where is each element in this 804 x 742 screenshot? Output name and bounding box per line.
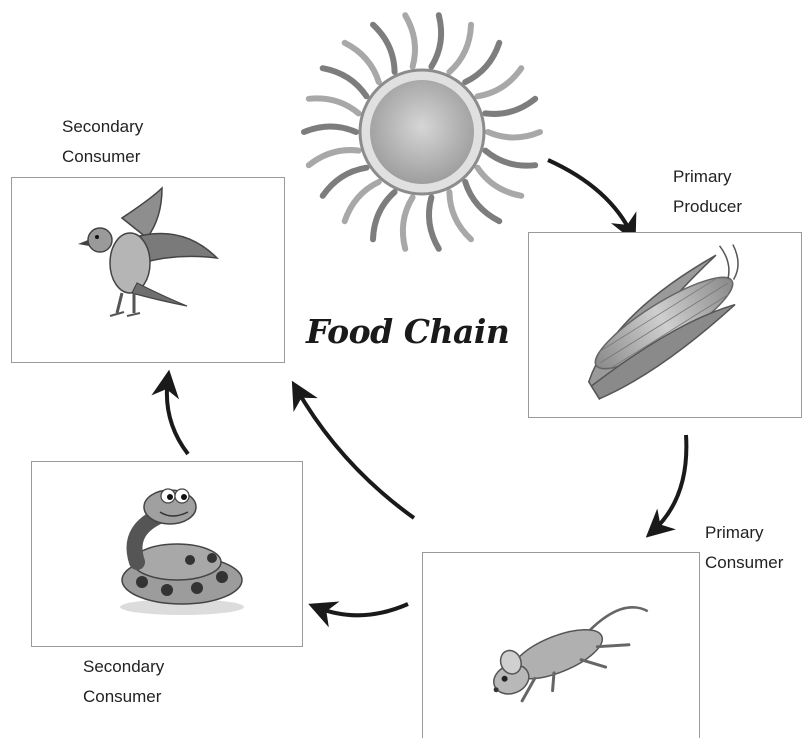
sun-ray [403, 197, 413, 249]
role-line-1: Secondary [62, 112, 143, 142]
role-line-2: Producer [673, 192, 742, 222]
hawk-icon [12, 178, 282, 360]
role-line-2: Consumer [62, 142, 143, 172]
label-primary-producer: Primary Producer [673, 162, 742, 222]
arrow-sun-to-producer [548, 160, 632, 235]
card-primary-producer [528, 232, 802, 418]
diagram-title: Food Chain [306, 312, 509, 351]
sun-ray [449, 192, 471, 239]
role-line-2: Consumer [83, 682, 164, 712]
corn-icon [529, 233, 799, 415]
role-line-2: Consumer [705, 548, 783, 578]
sun-ray [309, 98, 359, 113]
sun-ray [431, 15, 441, 66]
sun-icon [304, 15, 540, 249]
label-secondary-consumer-hawk: Secondary Consumer [62, 112, 143, 172]
arrow-producer-to-primary-consumer [652, 435, 686, 532]
sun-ray [373, 192, 395, 239]
sun-ray [304, 127, 356, 133]
role-line-1: Primary [673, 162, 742, 192]
card-secondary-consumer-hawk [11, 177, 285, 363]
arrow-primary-consumer-to-snake [316, 604, 408, 615]
arrow-snake-to-hawk [167, 378, 188, 454]
sun-ray [373, 25, 395, 72]
label-secondary-consumer-snake: Secondary Consumer [83, 652, 164, 712]
label-primary-consumer: Primary Consumer [705, 518, 783, 578]
arrow-primary-consumer-to-hawk [296, 388, 414, 518]
role-line-1: Secondary [83, 652, 164, 682]
card-secondary-consumer-snake [31, 461, 303, 647]
sun-ray [485, 151, 535, 166]
sun-ray [449, 25, 471, 72]
sun-ray [478, 168, 522, 196]
sun-ray [429, 197, 439, 249]
sun-ray [485, 99, 535, 114]
sun-ray [323, 68, 367, 96]
role-line-1: Primary [705, 518, 783, 548]
sun-ray [488, 132, 540, 138]
card-primary-consumer [422, 552, 700, 738]
sun-ray [405, 15, 415, 66]
sun-ray [309, 150, 359, 165]
snake-icon [32, 462, 300, 644]
sun-ray [345, 182, 379, 221]
sun-ray [465, 43, 499, 82]
mouse-icon [423, 553, 697, 737]
